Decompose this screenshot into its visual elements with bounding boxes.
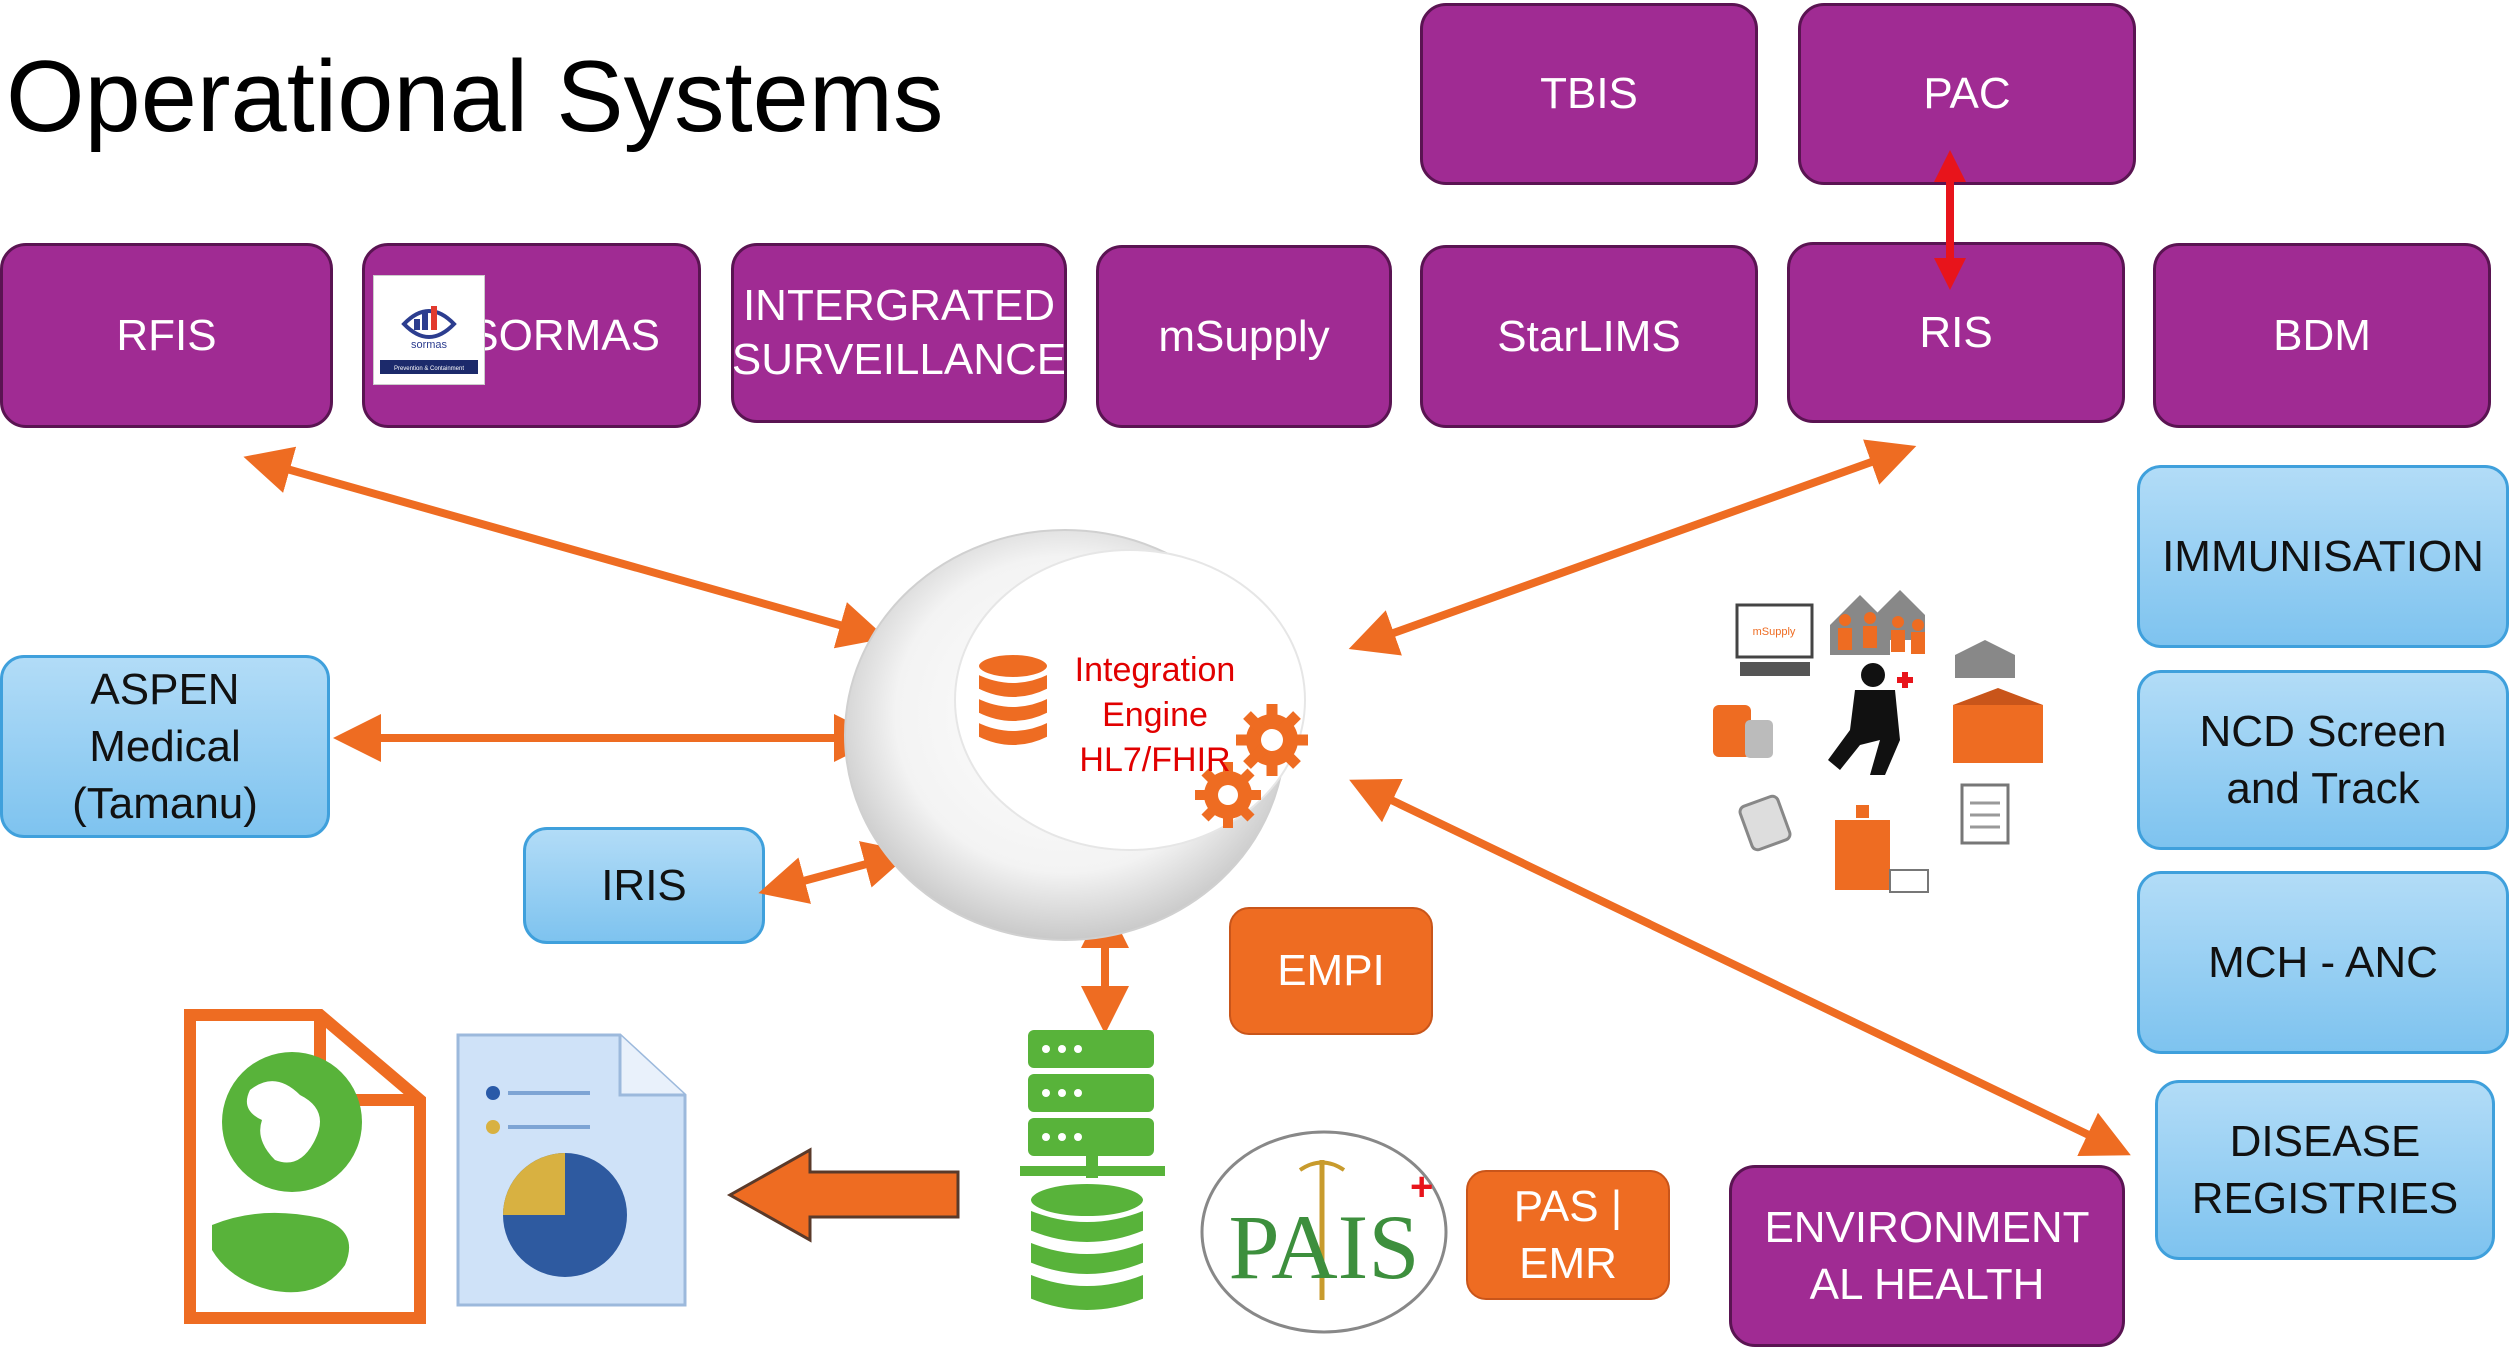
tbis-box[interactable]: TBIS bbox=[1420, 3, 1758, 185]
pais-logo: PAIS + bbox=[1200, 1130, 1448, 1334]
disease-registries-box[interactable]: DISEASE REGISTRIES bbox=[2155, 1080, 2495, 1260]
msupply-box[interactable]: mSupply bbox=[1096, 245, 1392, 428]
ris-label: RIS bbox=[1919, 307, 1993, 357]
pac-label: PAC bbox=[1923, 69, 2011, 119]
engine-line-2: Engine bbox=[1102, 695, 1208, 734]
pac-box[interactable]: PAC bbox=[1798, 3, 2136, 185]
server-icon bbox=[1020, 1030, 1165, 1314]
msupply-label: mSupply bbox=[1158, 311, 1330, 361]
disease-registries-label: DISEASE REGISTRIES bbox=[2191, 1116, 2459, 1223]
bdm-box[interactable]: BDM bbox=[2153, 243, 2491, 428]
gear-icon bbox=[1236, 704, 1308, 776]
arrow-rfis-engine bbox=[243, 446, 887, 649]
environmental-health-box[interactable]: ENVIRONMENTAL HEALTH bbox=[1729, 1165, 2125, 1347]
tbis-label: TBIS bbox=[1540, 69, 1638, 119]
integrated-surveillance-box[interactable]: INTERGRATED SURVEILLANCE bbox=[731, 243, 1067, 423]
immunisation-label: IMMUNISATION bbox=[2162, 531, 2484, 581]
msupply-screen-text: mSupply bbox=[1753, 626, 1796, 638]
block-arrow-left bbox=[726, 1147, 960, 1243]
environmental-health-label: ENVIRONMENTAL HEALTH bbox=[1764, 1202, 2090, 1309]
arrow-engine-registries bbox=[1349, 778, 2131, 1157]
ncd-label: NCD Screen and Track bbox=[2199, 706, 2447, 813]
ncd-box[interactable]: NCD Screen and Track bbox=[2137, 670, 2509, 850]
pas-emr-label: PAS | EMR bbox=[1513, 1181, 1623, 1288]
health-services-icon: mSupply bbox=[1713, 590, 2043, 893]
pas-emr-box[interactable]: PAS | EMR bbox=[1466, 1170, 1670, 1300]
bdm-label: BDM bbox=[2273, 310, 2371, 360]
sormas-tagline: Prevention & Containment bbox=[394, 366, 464, 372]
engine-line-1: Integration bbox=[1074, 651, 1236, 689]
sormas-box[interactable]: SORMAS bbox=[362, 243, 701, 428]
mch-box[interactable]: MCH - ANC bbox=[2137, 871, 2509, 1054]
sormas-logo: sormas Prevention & Containment bbox=[373, 275, 485, 385]
report-pie-icon bbox=[456, 1033, 687, 1307]
integration-engine bbox=[844, 529, 1308, 941]
mch-label: MCH - ANC bbox=[2208, 937, 2438, 987]
database-icon bbox=[975, 651, 1051, 749]
integrated-surveillance-label: INTERGRATED SURVEILLANCE bbox=[731, 281, 1067, 384]
sormas-label: SORMAS bbox=[469, 310, 660, 360]
engine-line-3: HL7/FHIR bbox=[1079, 740, 1231, 779]
connector-arrows bbox=[243, 439, 2131, 1157]
pais-logo-text: PAIS bbox=[1229, 1196, 1420, 1298]
gear-icon-small bbox=[1195, 762, 1261, 828]
starlims-label: StarLIMS bbox=[1497, 311, 1681, 361]
arrow-iris-engine bbox=[758, 841, 912, 904]
aspen-label: ASPEN Medical (Tamanu) bbox=[72, 664, 258, 829]
world-map-icon bbox=[184, 1009, 426, 1324]
page-title: Operational Systems bbox=[6, 41, 944, 153]
iris-label: IRIS bbox=[601, 860, 687, 910]
arrow-ris-engine bbox=[1348, 439, 1917, 656]
iris-box[interactable]: IRIS bbox=[523, 827, 765, 944]
immunisation-box[interactable]: IMMUNISATION bbox=[2137, 465, 2509, 648]
integration-engine-label: Integration Engine HL7/FHIR bbox=[1040, 648, 1270, 783]
sormas-logo-text: sormas bbox=[411, 339, 448, 351]
svg-text:+: + bbox=[1410, 1165, 1433, 1209]
starlims-box[interactable]: StarLIMS bbox=[1420, 245, 1758, 428]
rfis-label: RFIS bbox=[116, 310, 217, 360]
rfis-box[interactable]: RFIS bbox=[0, 243, 333, 428]
aspen-box[interactable]: ASPEN Medical (Tamanu) bbox=[0, 655, 330, 838]
